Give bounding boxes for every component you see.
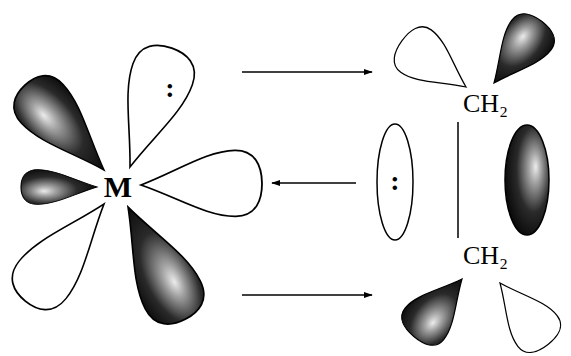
d-lobe-filled [100,38,201,178]
lone-pair: : [390,167,399,195]
pi-star-lobe [505,125,549,235]
pi-star-lobe [475,6,562,98]
group-label: CH₂ [463,91,508,117]
lone-pair: : [165,74,174,102]
pi-orbital [377,124,413,240]
sigma-acceptor-lobe [140,150,262,218]
donation-arrow [272,182,356,183]
d-lobe-open [2,185,127,320]
pi-star-lobe [395,263,481,352]
group-label: CH₂ [463,243,508,269]
bond-line [457,122,459,238]
metal-label: M [104,172,132,202]
d-lobe-shaded [100,193,212,333]
back-donation-arrow [242,294,372,295]
back-donation-arrow [242,71,372,72]
pi-star-lobe [480,268,567,356]
d-lobe-shaded [4,66,125,190]
small-lobe [21,170,97,205]
